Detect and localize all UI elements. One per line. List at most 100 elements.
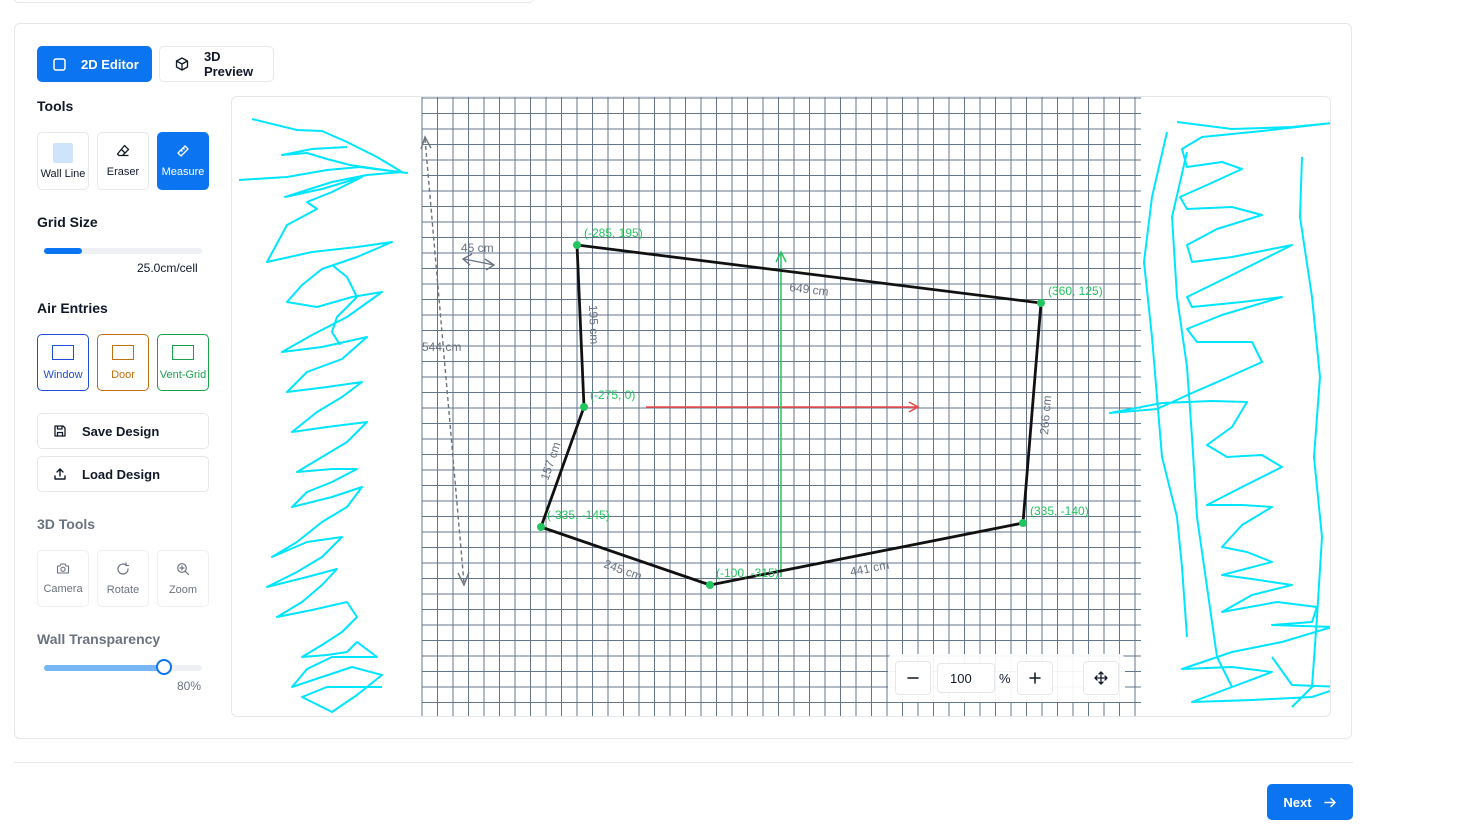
vertex-label: (360, 125) [1048,284,1103,298]
dimension-arrow-bottom [457,571,470,587]
camera-tool[interactable]: Camera [37,550,89,607]
wall-transparency-value: 80% [177,679,202,693]
floor-plan-svg[interactable]: (-285, 195) (360, 125) (335, -140) (-100… [232,97,1331,717]
wall-vertex[interactable] [580,403,588,411]
dimension-arrow-top [420,135,432,150]
vertex-label: (-335, -145) [547,508,610,522]
load-design-label: Load Design [82,466,161,482]
scribble-right-line-a [1143,131,1188,638]
vertex-label: (-275, 0) [590,388,635,402]
scribble-right [1109,121,1330,703]
vent-grid-icon [172,344,194,360]
width-dimension-line [463,258,495,266]
scribble-left-loop [331,264,358,346]
measure-tool[interactable]: Measure [157,132,209,190]
tool-label: Wall Line [40,167,86,180]
arrow-right-icon [1323,796,1337,809]
pan-button[interactable] [1083,661,1119,695]
next-label: Next [1283,794,1312,810]
vent-grid-entry-button[interactable]: Vent-Grid [157,334,209,391]
wall-vertex[interactable] [1037,299,1045,307]
measurement-label: 649 cm [789,280,830,299]
wall-transparency-thumb[interactable] [156,659,173,675]
rotate-tool[interactable]: Rotate [97,550,149,607]
top-panel-edge [14,0,534,3]
tab-label: 3D Preview [203,49,254,79]
wall-line-tool[interactable]: Wall Line [37,132,89,190]
save-design-label: Save Design [82,423,160,439]
tab-label: 2D Editor [81,56,139,72]
tool-label: Eraser [106,166,140,178]
measurement-label: 45 cm [461,241,494,255]
scribble-left [251,118,403,713]
rotate-icon [116,561,130,579]
square-icon [51,56,67,72]
grid-size-slider-fill [44,248,82,254]
footer-divider [14,762,1353,763]
wall-swatch-icon [53,142,73,163]
zoom-unit: % [999,671,1011,686]
height-dimension-line [424,138,465,584]
plus-icon [1029,672,1041,684]
air-entries-title: Air Entries [37,300,108,316]
x-axis-arrow [908,401,920,413]
air-entry-label: Vent-Grid [159,368,207,381]
air-entry-label: Window [43,368,83,381]
measurement-label: 266 cm [1037,395,1054,435]
width-dimension-arrows [461,253,496,271]
scribble-right-line-c [1291,156,1323,708]
floor-plan-canvas[interactable]: (-285, 195) (360, 125) (335, -140) (-100… [231,96,1331,717]
tab-2d-editor[interactable]: 2D Editor [37,46,152,82]
ruler-icon [176,144,190,161]
measurement-label: 195 cm [586,305,601,345]
upload-icon [52,466,68,482]
grid-size-slider[interactable] [44,248,202,254]
door-entry-button[interactable]: Door [97,334,149,391]
tab-3d-preview[interactable]: 3D Preview [159,46,274,82]
cube-icon [174,56,190,72]
air-entry-label: Door [111,368,135,381]
3d-tool-label: Zoom [168,583,198,596]
door-icon [112,344,134,360]
window-entry-button[interactable]: Window [37,334,89,391]
wall-vertex[interactable] [1019,519,1027,527]
zoom-level-input[interactable] [937,663,995,693]
tools-title: Tools [37,98,74,114]
scribble-right-line-b [1171,151,1233,688]
next-button[interactable]: Next [1267,784,1353,820]
3d-tools-title: 3D Tools [37,516,96,532]
zoom-tool[interactable]: Zoom [157,550,209,607]
save-design-button[interactable]: Save Design [37,413,209,449]
3d-tool-label: Rotate [106,583,140,596]
wall-vertex[interactable] [706,581,714,589]
tool-label: Measure [161,166,205,178]
eraser-tool[interactable]: Eraser [97,132,149,190]
y-axis-arrow [775,250,787,263]
camera-icon [56,562,70,578]
zoom-in-icon [176,562,190,579]
load-design-button[interactable]: Load Design [37,456,209,492]
scribble-left-top [238,146,408,181]
vertex-label: (335, -140) [1030,504,1089,518]
grid-lines [421,97,1141,716]
move-icon [1094,671,1108,685]
measurement-label: 441 cm [849,558,890,579]
wall-transparency-title: Wall Transparency [37,631,161,647]
vertex-label: (-285, 195) [584,226,643,240]
grid-size-title: Grid Size [37,214,98,230]
wall-transparency-slider-fill [44,665,165,671]
minus-icon [907,677,919,679]
vertex-label: (-100, -315) [716,566,779,580]
wall-vertex[interactable] [573,241,581,249]
wall-transparency-slider[interactable] [44,659,202,675]
wall-polygon[interactable] [539,243,1043,587]
3d-tool-label: Camera [43,583,83,595]
eraser-icon [116,144,130,161]
zoom-in-button[interactable] [1017,661,1053,695]
wall-vertex[interactable] [537,523,545,531]
zoom-out-button[interactable] [895,661,931,695]
window-icon [52,344,74,360]
save-icon [52,423,68,439]
grid-size-value: 25.0cm/cell [137,261,198,275]
measurement-label: 544 cm [422,340,461,354]
